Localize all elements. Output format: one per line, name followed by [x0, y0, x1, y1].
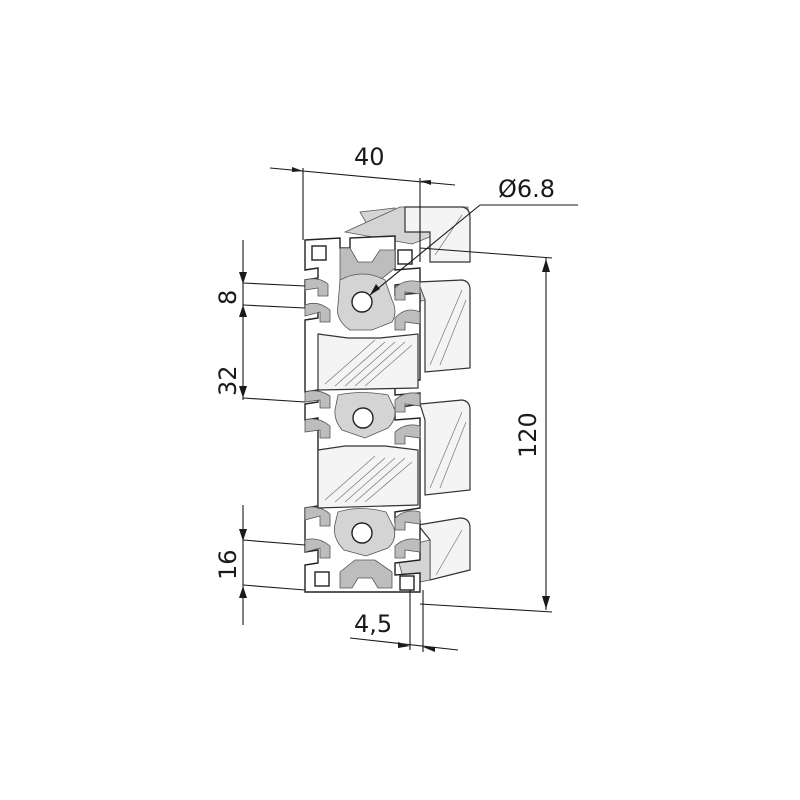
dim-width-label: 40 — [354, 143, 385, 171]
dim-height-label: 120 — [514, 412, 542, 458]
dim-pitch-low-label: 16 — [214, 549, 242, 580]
bore-middle — [352, 407, 374, 429]
dim-slot-label: 4,5 — [354, 610, 392, 638]
bore-upper — [351, 291, 373, 313]
dimension-lines — [239, 167, 578, 652]
cavity-hatching — [324, 214, 467, 576]
profile-cross-section — [304, 235, 421, 593]
dim-pitch-small-label: 8 — [214, 290, 242, 305]
dim-bore-label: Ø6.8 — [498, 175, 555, 203]
dim-pitch-mid-label: 32 — [214, 365, 242, 396]
bore-lower — [351, 522, 373, 544]
